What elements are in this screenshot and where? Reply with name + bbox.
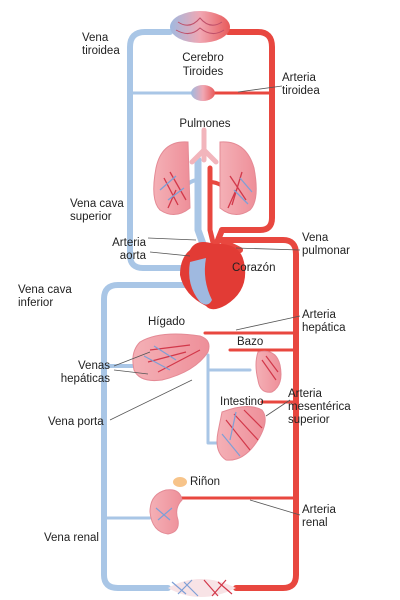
label-vena-pulmonar: Vena pulmonar <box>302 232 350 257</box>
cerebro-organ <box>170 11 230 43</box>
arterial-system <box>176 29 299 591</box>
label-arteria-tiroidea: Arteria tiroidea <box>282 72 320 97</box>
label-vena-tiroidea: Vena tiroidea <box>82 32 120 57</box>
pulmones-organ <box>153 127 257 215</box>
label-vena-renal: Vena renal <box>44 532 99 544</box>
label-rinon: Riñon <box>190 476 221 488</box>
label-bazo: Bazo <box>237 336 264 348</box>
label-intestino: Intestino <box>220 396 264 408</box>
label-cerebro: Cerebro <box>182 52 224 64</box>
corazon-organ <box>180 242 246 310</box>
label-arteria-hepatica: Arteria hepática <box>302 309 346 334</box>
rinon-organ <box>149 477 187 535</box>
vena-cava-inferior-vessel <box>101 282 196 591</box>
higado-organ <box>132 333 210 381</box>
bazo-organ <box>255 350 282 393</box>
label-arteria-renal: Arteria renal <box>302 504 336 529</box>
vena-cava-superior-vessel <box>127 29 188 271</box>
tiroides-organ <box>191 85 215 101</box>
aorta-descending-vessel <box>217 237 299 591</box>
label-vena-porta: Vena porta <box>48 416 104 428</box>
label-venas-hepaticas: Venas hepáticas <box>60 360 110 385</box>
aorta-vessel <box>209 29 275 258</box>
label-higado: Hígado <box>148 316 186 328</box>
label-arteria-aorta: Arteria aorta <box>112 237 146 262</box>
label-corazon: Corazón <box>232 262 276 274</box>
leader-lines <box>109 85 301 516</box>
label-vena-cava-superior: Vena cava superior <box>70 198 124 223</box>
lower-body-capillaries <box>168 579 236 597</box>
intestino-organ <box>216 406 266 461</box>
label-arteria-mesenterica-superior: Arteria mesentérica superior <box>288 388 351 426</box>
label-tiroides: Tiroides <box>182 66 224 78</box>
label-pulmones: Pulmones <box>179 118 231 130</box>
label-vena-cava-inferior: Vena cava inferior <box>18 284 72 309</box>
